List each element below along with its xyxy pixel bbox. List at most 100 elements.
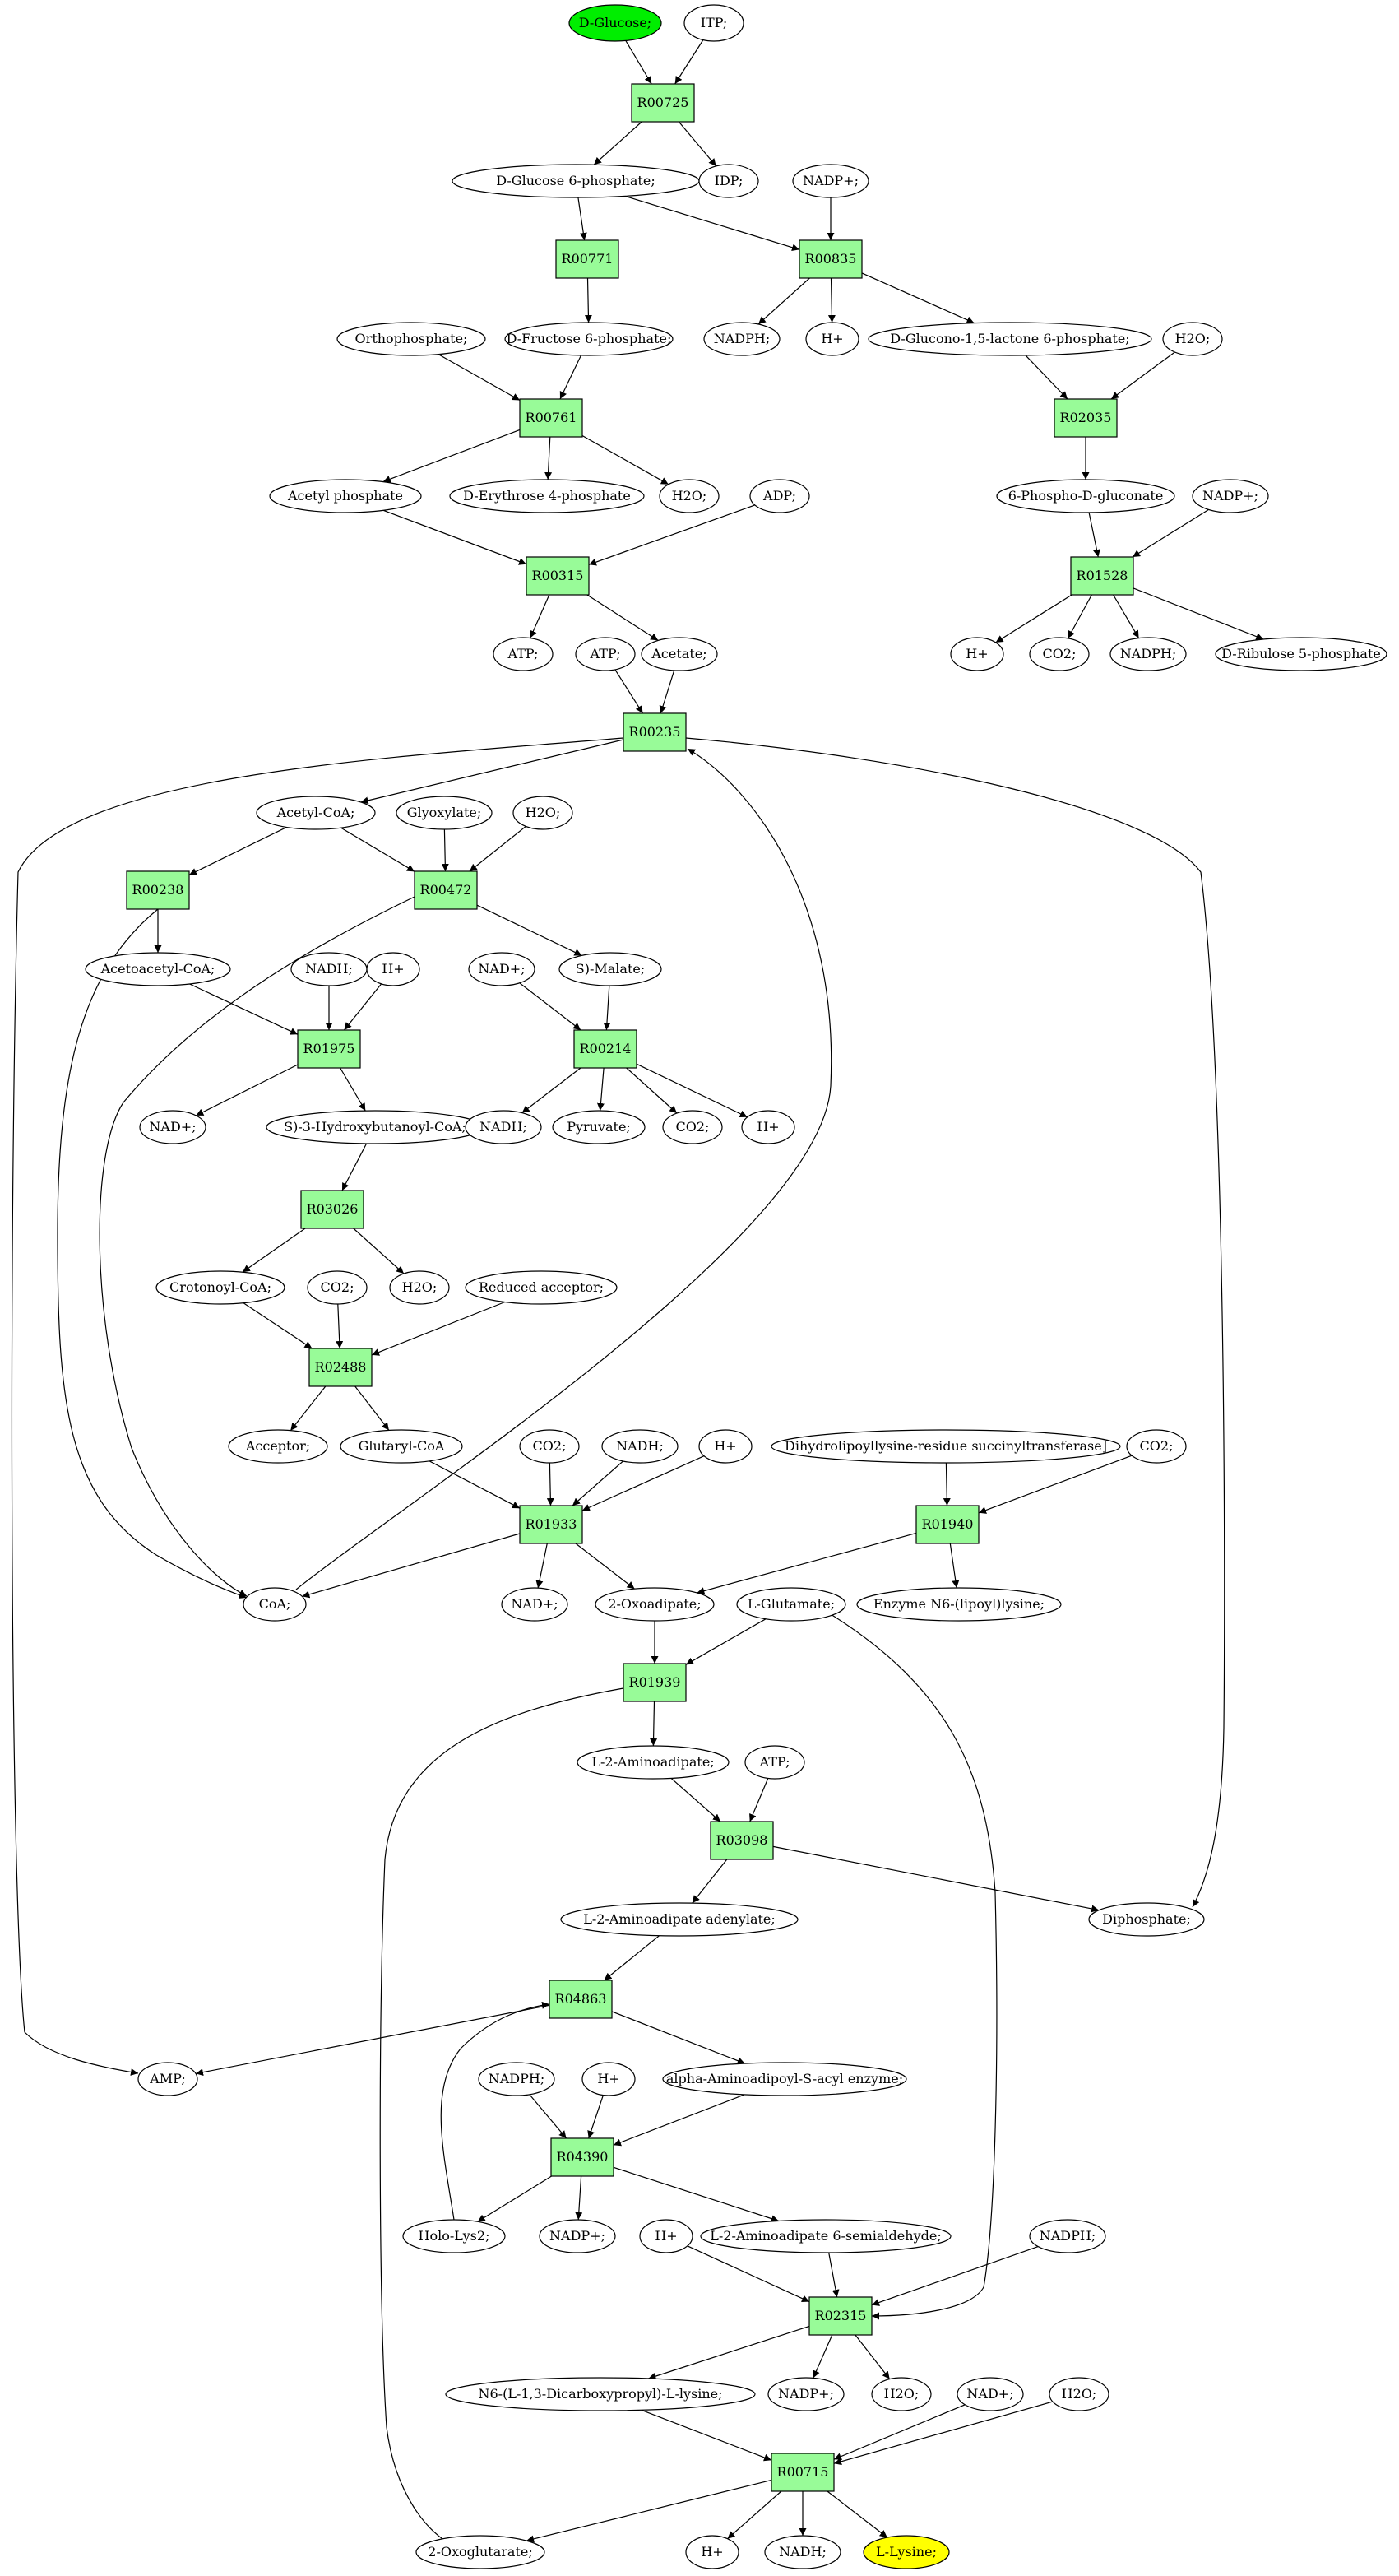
edge-acetylcoa-to-r00472	[340, 827, 415, 872]
node-label: R02315	[815, 2308, 867, 2323]
edge-r01939-to-aminoadipate	[650, 1701, 658, 1747]
edge-r02315-to-saccharopine	[648, 2325, 810, 2380]
node-label: D-Ribulose 5-phosphate	[1221, 646, 1381, 661]
edge-r00214-to-hplus4	[636, 1063, 748, 1118]
compound-ellipse	[478, 2062, 555, 2096]
reaction-node-r03026: R03026	[300, 1190, 364, 1229]
edge-phosphogluconate-to-r01528	[1088, 512, 1100, 558]
compound-ellipse	[683, 4, 744, 42]
edge-r03026-to-crotonoyl	[242, 1228, 306, 1273]
compound-ellipse	[863, 2535, 950, 2569]
compound-ellipse	[662, 2062, 907, 2096]
reaction-node-r00771: R00771	[555, 239, 619, 279]
node-label: ATP;	[590, 646, 621, 661]
reaction-box	[623, 712, 687, 752]
edge-r00725-to-idp	[678, 121, 717, 167]
reaction-node-r00835: R00835	[799, 239, 863, 279]
node-label: H+	[597, 2071, 619, 2086]
node-label: R03098	[716, 1832, 768, 1848]
edge-g6p-to-r00771	[577, 197, 587, 241]
node-label: NADP+;	[1202, 488, 1258, 504]
compound-ellipse	[577, 1745, 730, 1780]
compound-node-hplus7: H+	[639, 2219, 693, 2253]
reaction-box	[915, 1505, 980, 1544]
node-label: H2O;	[672, 488, 707, 504]
compound-node-hplus2: H+	[950, 637, 1004, 671]
compound-node-orthop: Orthophosphate;	[336, 322, 486, 356]
node-label: NAD+;	[149, 1119, 196, 1135]
edge-r01933-to-nadplus3	[535, 1543, 548, 1589]
node-label: R01528	[1077, 568, 1128, 583]
compound-ellipse	[698, 1429, 753, 1464]
compound-ellipse	[539, 2219, 616, 2253]
edge-h2o1-to-r02035	[1110, 351, 1175, 400]
edge-r03026-to-h2o4	[353, 1228, 405, 1274]
reaction-node-r04863: R04863	[549, 1980, 613, 2019]
edge-r00235-to-diphosphate	[685, 737, 1225, 1908]
compound-node-acetylp: Acetyl phosphate	[269, 479, 422, 513]
compound-ellipse	[698, 164, 759, 198]
compound-node-h2o2: H2O;	[659, 479, 720, 513]
node-label: NADP+;	[549, 2228, 605, 2244]
compound-ellipse	[415, 2535, 545, 2569]
compound-node-nadph2: NADPH;	[1109, 637, 1187, 671]
edge-atp3-to-r03098	[749, 1778, 769, 1822]
node-label: H+	[382, 961, 404, 977]
edge-atp2-to-r00235	[614, 669, 644, 714]
edge-dglucose-to-r00725	[625, 40, 652, 85]
compound-ellipse	[1162, 322, 1223, 356]
edge-r00214-to-co2b	[626, 1067, 678, 1114]
compound-node-nadplus2: NAD+;	[139, 1110, 206, 1144]
compound-ellipse	[519, 1429, 580, 1464]
edge-coa-to-r00235	[295, 748, 832, 1590]
node-label: NADPH;	[714, 331, 771, 346]
reaction-box	[414, 870, 478, 910]
compound-ellipse	[501, 1587, 568, 1622]
node-label: Diphosphate;	[1102, 1911, 1191, 1927]
edge-r04390-to-semialdehyde	[613, 2166, 780, 2223]
compound-node-nadplus4: NAD+;	[957, 2377, 1024, 2411]
compound-node-coa: CoA;	[243, 1587, 307, 1622]
edge-g6p-to-r00835	[624, 195, 800, 252]
node-label: R04863	[555, 1991, 607, 2007]
compound-ellipse	[396, 796, 493, 830]
compound-ellipse	[243, 1587, 307, 1622]
compound-node-lglutamate: L-Glutamate;	[736, 1587, 846, 1622]
reaction-box	[573, 1029, 637, 1069]
node-label: H+	[714, 1438, 736, 1454]
compound-node-atp3: ATP;	[744, 1745, 805, 1780]
reaction-node-r01975: R01975	[297, 1029, 361, 1069]
edge-r01975-to-hydroxybutanoyl	[340, 1067, 366, 1112]
edge-nadh3-to-r01933	[572, 1460, 623, 1506]
node-label: R03026	[307, 1201, 359, 1217]
node-label: D-Glucose;	[579, 15, 651, 30]
reaction-box	[519, 398, 583, 438]
reaction-box	[526, 556, 590, 596]
compound-node-hplus1: H+	[805, 322, 859, 356]
reaction-box	[519, 1505, 583, 1544]
reaction-node-r02315: R02315	[808, 2296, 873, 2336]
node-label: NADH;	[305, 961, 353, 977]
compound-ellipse	[504, 322, 674, 356]
reaction-node-r01528: R01528	[1070, 556, 1134, 596]
node-label: H2O;	[1175, 331, 1211, 346]
reaction-box	[710, 1821, 774, 1860]
node-label: IDP;	[715, 173, 744, 188]
reaction-box	[126, 870, 190, 910]
node-label: Enzyme N6-(lipoyl)lysine;	[873, 1596, 1045, 1612]
compound-ellipse	[402, 2219, 506, 2253]
edge-r00472-to-smalate	[476, 904, 582, 956]
node-label: R00715	[777, 2464, 829, 2480]
compound-node-pyruvate: Pyruvate;	[552, 1110, 646, 1144]
reaction-box	[549, 1980, 613, 2019]
edge-glutarylcoa-to-r01933	[429, 1460, 521, 1509]
compound-node-co2e: CO2;	[1126, 1429, 1187, 1464]
node-label: NADP+;	[778, 2386, 834, 2402]
node-label: R02488	[315, 1359, 367, 1375]
node-label: Glyoxylate;	[407, 805, 482, 820]
compound-node-erythrose: D-Erythrose 4-phosphate	[449, 479, 645, 513]
compound-node-adp: ADP;	[749, 479, 810, 513]
reaction-node-r02488: R02488	[308, 1348, 373, 1387]
edge-hplus5-to-r01933	[581, 1455, 705, 1511]
node-label: 2-Oxoglutarate;	[428, 2544, 532, 2560]
